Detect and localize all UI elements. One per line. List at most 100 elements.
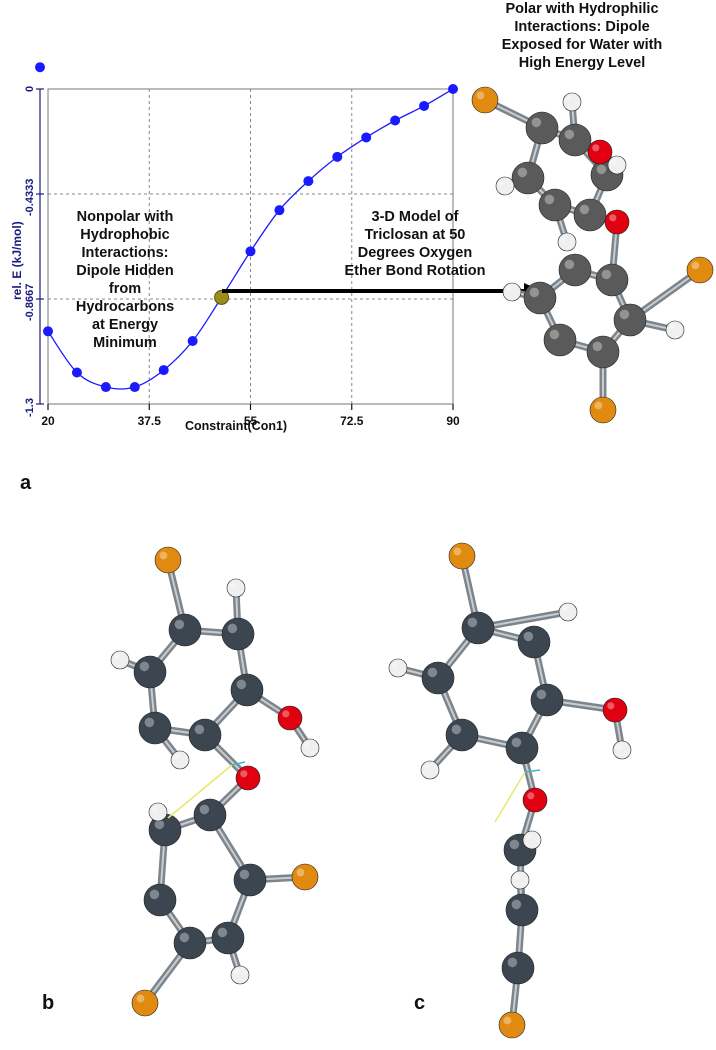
atom-shine — [596, 164, 607, 175]
data-point — [390, 115, 401, 126]
atom-shine — [230, 582, 236, 588]
hydrogen-atom — [510, 870, 530, 890]
annotation-polar-line: Polar with Hydrophilic — [505, 1, 659, 17]
molecule-b — [110, 546, 320, 1017]
carbon-atom — [233, 863, 267, 897]
atom-shine — [507, 957, 518, 968]
atom-shine — [549, 329, 560, 340]
carbon-atom — [445, 718, 479, 752]
chlorine-atom — [448, 542, 476, 570]
atom-shine — [453, 547, 462, 556]
oxygen-atom — [602, 697, 628, 723]
carbon-atom — [558, 253, 592, 287]
annotation-nonpolar-line: Minimum — [93, 335, 157, 351]
atom-shine — [227, 623, 238, 634]
pointer-arrow — [222, 283, 542, 299]
panel-label-b: b — [42, 992, 55, 1014]
atom-shine — [609, 214, 617, 222]
atom-shine — [616, 744, 622, 750]
atom-shine — [514, 874, 520, 880]
atom-shine — [179, 932, 190, 943]
atom-shine — [564, 129, 575, 140]
dipole-vector — [231, 761, 246, 766]
data-point — [361, 132, 372, 143]
atom-shine — [114, 654, 120, 660]
atom-shine — [159, 551, 168, 560]
atom-shine — [594, 401, 603, 410]
chlorine-atom — [154, 546, 182, 574]
y-tick-label: 0 — [24, 86, 36, 93]
carbon-atom — [517, 625, 551, 659]
atom-shine — [296, 868, 305, 877]
carbon-atom — [133, 655, 167, 689]
atom-shine — [199, 804, 210, 815]
carbon-atom — [573, 198, 607, 232]
hydrogen-atom — [110, 650, 130, 670]
atom-shine — [139, 661, 150, 672]
atom-shine — [152, 806, 158, 812]
atom-shine — [691, 261, 700, 270]
atom-shine — [592, 144, 600, 152]
atom-shine — [476, 91, 485, 100]
atom-shine — [392, 662, 398, 668]
atom-shine — [194, 724, 205, 735]
chlorine-atom — [471, 86, 499, 114]
data-point — [43, 326, 53, 337]
hydrogen-atom — [230, 965, 250, 985]
hydrogen-atom — [612, 740, 632, 760]
annotation-nonpolar-line: Hydrophobic — [80, 227, 170, 243]
hydrogen-atom — [300, 738, 320, 758]
atom-shine — [427, 667, 438, 678]
data-point — [303, 176, 314, 187]
chlorine-atom — [686, 256, 714, 284]
annotation-model-line: Degrees Oxygen — [357, 245, 473, 261]
annotation-model-line: Triclosan at 50 — [364, 227, 466, 243]
chart-axes — [36, 88, 454, 410]
atom-shine — [517, 167, 528, 178]
hydrogen-atom — [502, 282, 522, 302]
atom-shine — [503, 1016, 512, 1025]
chlorine-atom — [498, 1011, 526, 1039]
annotation-polar-line: Exposed for Water with — [501, 37, 663, 53]
annotation-nonpolar: Nonpolar with Hydrophobic Interactions: … — [55, 208, 195, 352]
x-tick-label: 20 — [41, 414, 55, 428]
carbon-atom — [530, 683, 564, 717]
annotation-nonpolar-line: Nonpolar with — [76, 209, 174, 225]
data-point — [332, 151, 343, 162]
series-points-layer — [35, 62, 458, 393]
chlorine-atom — [589, 396, 617, 424]
atom-shine — [174, 619, 185, 630]
carbon-atom — [188, 718, 222, 752]
carbon-atom — [613, 303, 647, 337]
atom-shine — [451, 724, 462, 735]
carbon-atom — [586, 335, 620, 369]
atom-shine — [234, 969, 240, 975]
atom-shine — [149, 889, 160, 900]
atom-shine — [607, 702, 615, 710]
annotation-model-line: Ether Bond Rotation — [344, 263, 486, 279]
carbon-atom — [525, 111, 559, 145]
y-tick-label: -0.4333 — [24, 179, 36, 217]
dipole-vector — [494, 771, 526, 823]
carbon-atom — [523, 281, 557, 315]
atom-shine — [136, 994, 145, 1003]
dipole-vector — [167, 764, 233, 819]
annotation-polar-line: Interactions: Dipole — [514, 19, 650, 35]
atom-shine — [611, 159, 617, 165]
chlorine-atom — [291, 863, 319, 891]
x-tick-label: 90 — [446, 414, 460, 428]
data-point — [245, 246, 256, 257]
oxygen-atom — [522, 787, 548, 813]
atom-shine — [506, 286, 512, 292]
hydrogen-atom — [558, 602, 578, 622]
data-point — [187, 336, 198, 346]
atom-shine — [282, 710, 290, 718]
atom-shine — [544, 194, 555, 205]
oxygen-atom — [587, 139, 613, 165]
dipole-vector — [524, 769, 541, 773]
atom-shine — [529, 287, 540, 298]
data-point — [274, 205, 285, 216]
atom-shine — [536, 689, 547, 700]
panel-label-a: a — [20, 472, 32, 494]
